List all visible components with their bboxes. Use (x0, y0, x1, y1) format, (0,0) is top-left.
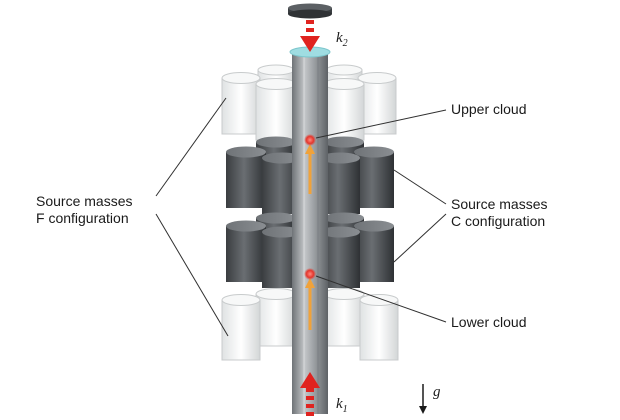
upper-launch-arrow (305, 144, 315, 194)
callout-c-upper (393, 169, 447, 205)
lower-light-source-masses (221, 288, 399, 361)
callout-lines (155, 97, 447, 337)
arrow-down-dashed-icon (300, 20, 320, 52)
k1-label: k1 (336, 396, 348, 415)
arrow-down-dashed-icon (300, 372, 320, 420)
gravity-label: g (433, 384, 441, 400)
dark-mass (226, 220, 266, 282)
callout-lower-cloud (315, 275, 447, 323)
beam-arrow-k1 (300, 372, 320, 420)
dark-mass (354, 146, 394, 208)
vacuum-tube (292, 48, 328, 414)
lower-atom-cloud (304, 268, 316, 280)
upper-cloud-label: Upper cloud (451, 101, 527, 117)
upper-atom-cloud (304, 134, 316, 146)
light-mass (359, 294, 399, 361)
beam-arrow-k2 (300, 20, 320, 52)
lower-dark-source-masses (226, 212, 394, 288)
light-mass (221, 294, 261, 361)
k2-label: k2 (336, 30, 348, 49)
lower-cloud-label: Lower cloud (451, 314, 527, 330)
light-mass (255, 78, 297, 141)
callout-upper-cloud (315, 109, 447, 139)
light-mass (255, 288, 297, 347)
source-masses-f-label: Source masses F configuration (36, 193, 133, 226)
callout-f-upper (155, 97, 227, 197)
lower-launch-arrow (305, 278, 315, 330)
source-masses-c-label: Source masses C configuration (451, 196, 548, 229)
upper-light-source-masses (221, 64, 397, 141)
callout-c-lower (393, 213, 447, 263)
dark-mass (226, 146, 266, 208)
light-mass (323, 288, 365, 347)
arrow-down-icon (419, 384, 427, 414)
callout-f-lower (155, 213, 229, 337)
light-mass (323, 78, 365, 141)
dark-mass (354, 220, 394, 282)
light-mass (221, 72, 261, 135)
top-disc (288, 3, 332, 19)
